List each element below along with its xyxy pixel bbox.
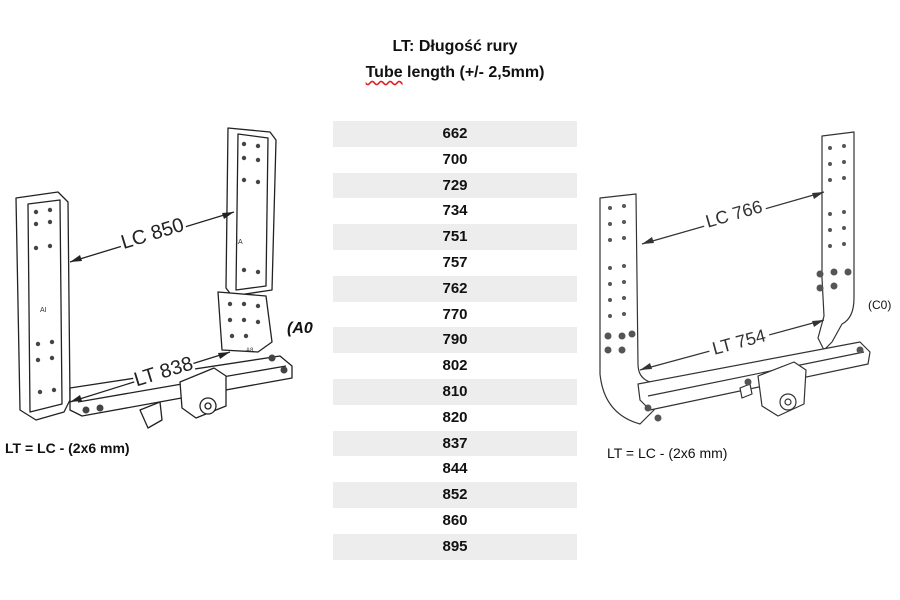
table-row: 895 [333,533,577,560]
table-row: 729 [333,172,577,199]
table-row: 662 [333,121,577,147]
table-row: 734 [442,202,468,220]
right-bracket-code: (C0) [868,298,892,312]
table-row: 757 [442,253,468,271]
left-formula: LT = LC - (2x6 mm) [5,440,130,456]
title-line-2-rest: length (+/- 2,5mm) [402,64,545,81]
table-row: 820 [442,408,468,426]
table-row: 790 [333,327,577,354]
table-row: 751 [333,224,577,250]
table-row: 844 [442,460,468,478]
table-row: 700 [442,150,468,168]
table-row: 837 [333,430,577,457]
table-row: 802 [442,357,468,375]
left-bracket-drawing: AI IA A8 LC 850 LT 838 [15,127,293,429]
tube-length-table: 662 700 729 734 751 757 762 770 790 802 810 820 837 8… [333,121,577,560]
title-word-tube: Tube [365,64,403,81]
title-line-2: Tube length (+/- 2,5mm) [250,64,660,82]
table-row: 762 [333,275,577,302]
plate-mark-lower: A8 [246,348,254,354]
plate-mark-left: AI [40,307,47,314]
right-bracket-drawing: LC 766 LT 754 [599,131,871,425]
title-line-1: LT: Długość rury [392,38,518,55]
table-row: 770 [442,305,468,323]
left-bracket-code: (A0 [287,320,313,337]
table-row: 810 [333,378,577,405]
plate-mark-right: IA [236,239,243,246]
table-row: 860 [442,511,468,529]
table-row: 852 [333,482,577,508]
right-formula: LT = LC - (2x6 mm) [607,445,728,461]
